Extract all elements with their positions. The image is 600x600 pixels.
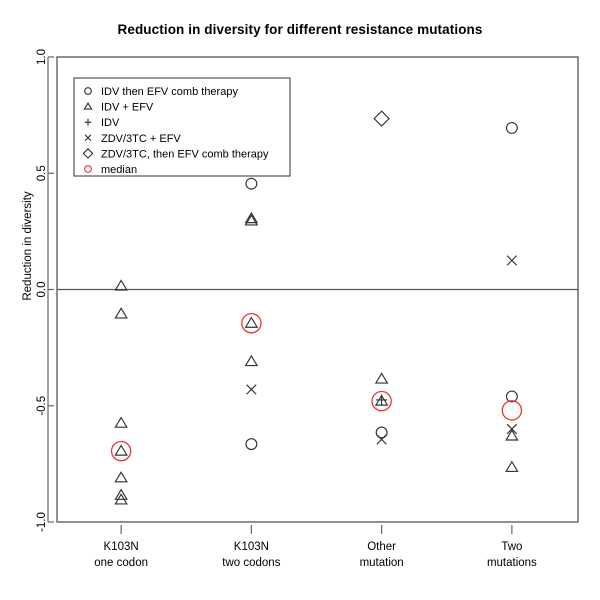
y-tick-label: 1.0 — [36, 49, 48, 65]
data-points — [110, 110, 523, 505]
data-point-triangle — [114, 444, 128, 456]
data-point-triangle — [114, 488, 128, 500]
data-point-circle — [375, 426, 388, 439]
legend-item-label: IDV — [101, 117, 120, 129]
x-tick-label: two codons — [222, 557, 280, 569]
legend-item-label: ZDV/3TC, then EFV comb therapy — [101, 148, 269, 160]
x-axis: K103N one codon K103N two codons Other mutati… — [94, 525, 537, 569]
data-point-triangle — [244, 214, 259, 226]
data-point-cross — [376, 434, 387, 445]
data-point-triangle — [114, 493, 128, 505]
data-point-circle-large — [371, 390, 392, 412]
legend-item-label: ZDV/3TC + EFV — [101, 133, 181, 145]
data-point-circle — [245, 177, 258, 190]
x-tick-label: mutations — [487, 557, 537, 569]
data-point-triangle — [505, 460, 519, 472]
x-tick-label: K103N — [234, 541, 269, 553]
y-tick-label: -0.5 — [36, 396, 48, 416]
data-point-cross — [506, 255, 518, 266]
data-point-circle — [84, 165, 92, 173]
x-tick-label: Two — [501, 541, 522, 553]
legend-item-label: median — [101, 164, 137, 176]
x-tick-label: mutation — [360, 557, 404, 569]
data-point-cross — [84, 134, 92, 142]
data-point-triangle — [83, 101, 93, 110]
y-tick-label: 0.0 — [36, 282, 48, 298]
data-point-triangle — [114, 471, 128, 483]
data-point-diamond — [82, 147, 94, 159]
data-point-plus — [84, 118, 92, 126]
data-point-circle-large — [501, 400, 523, 421]
data-point-circle — [245, 438, 258, 451]
data-point-circle-large — [110, 440, 132, 462]
legend-box — [73, 77, 291, 177]
data-point-diamond — [373, 110, 390, 127]
legend-item-label: IDV + EFV — [101, 102, 154, 114]
page-title: Reduction in diversity for different res… — [117, 22, 483, 37]
data-point-circle — [84, 87, 92, 95]
data-point-triangle — [244, 316, 259, 328]
y-tick-label: 0.5 — [36, 165, 48, 181]
data-point-triangle — [114, 279, 128, 291]
data-point-cross — [506, 423, 518, 435]
legend-item-label: IDV then EFV comb therapy — [101, 86, 238, 98]
data-point-triangle — [114, 416, 128, 428]
data-point-triangle — [244, 354, 259, 367]
data-point-circle — [505, 121, 518, 134]
data-point-triangle — [374, 372, 389, 384]
data-point-triangle — [114, 307, 128, 319]
data-point-cross — [246, 384, 257, 395]
data-point-triangle — [244, 211, 259, 224]
y-axis: -1.0 -0.5 0.0 0.5 1.0 — [36, 49, 54, 532]
data-point-plus — [376, 394, 388, 406]
data-point-circle — [505, 390, 518, 403]
data-point-circle-large — [241, 312, 262, 334]
x-tick-label: K103N — [104, 541, 139, 553]
y-tick-label: -1.0 — [36, 512, 48, 532]
data-point-triangle — [505, 429, 519, 441]
x-tick-label: Other — [367, 541, 396, 553]
x-tick-label: one codon — [94, 557, 148, 569]
